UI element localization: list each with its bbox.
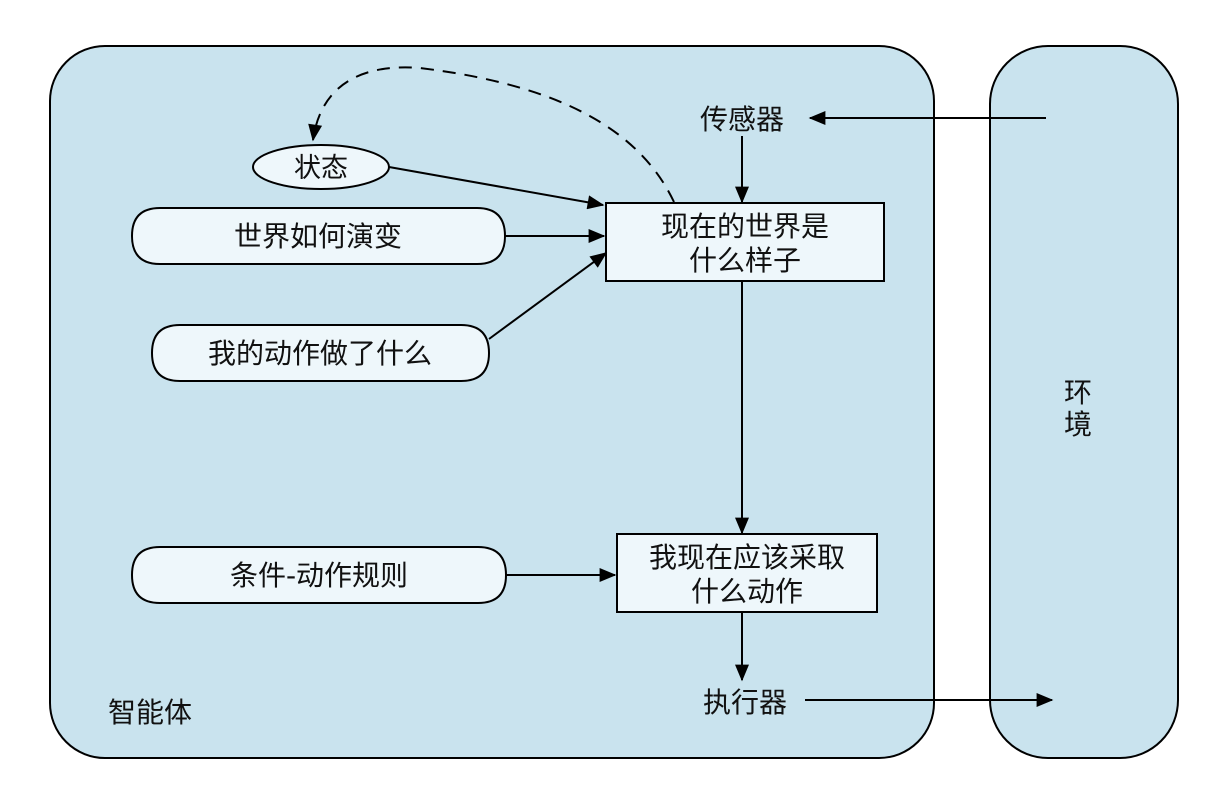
- action-effects-label: 我的动作做了什么: [208, 337, 432, 370]
- world-now-box: [605, 202, 885, 282]
- world-evolution-shape: [130, 207, 507, 265]
- effects-to-world-now-arrow: [488, 252, 608, 340]
- environment-label-line1: 环: [1064, 376, 1092, 409]
- environment-panel: [989, 45, 1179, 759]
- state-label: 状态: [294, 153, 348, 184]
- world-now-label-line2: 什么样子: [689, 244, 801, 277]
- condition-action-rules-label: 条件-动作规则: [230, 559, 408, 592]
- sensor-label: 传感器: [700, 103, 784, 136]
- decide-action-label-line2: 什么动作: [691, 575, 803, 608]
- environment-label-line2: 境: [1064, 408, 1092, 441]
- agent-panel: [49, 45, 935, 759]
- condition-action-rules-shape: [130, 546, 508, 604]
- world-now-to-state-dashed-arrow: [308, 66, 675, 203]
- world-evolution-label: 世界如何演变: [234, 220, 402, 253]
- state-to-world-now-arrow: [388, 166, 605, 210]
- actuator-label: 执行器: [703, 686, 787, 719]
- agent-label: 智能体: [108, 696, 192, 729]
- world-now-label-line1: 现在的世界是: [661, 210, 829, 243]
- decide-action-label-line1: 我现在应该采取: [649, 541, 845, 574]
- action-effects-shape: [150, 324, 491, 382]
